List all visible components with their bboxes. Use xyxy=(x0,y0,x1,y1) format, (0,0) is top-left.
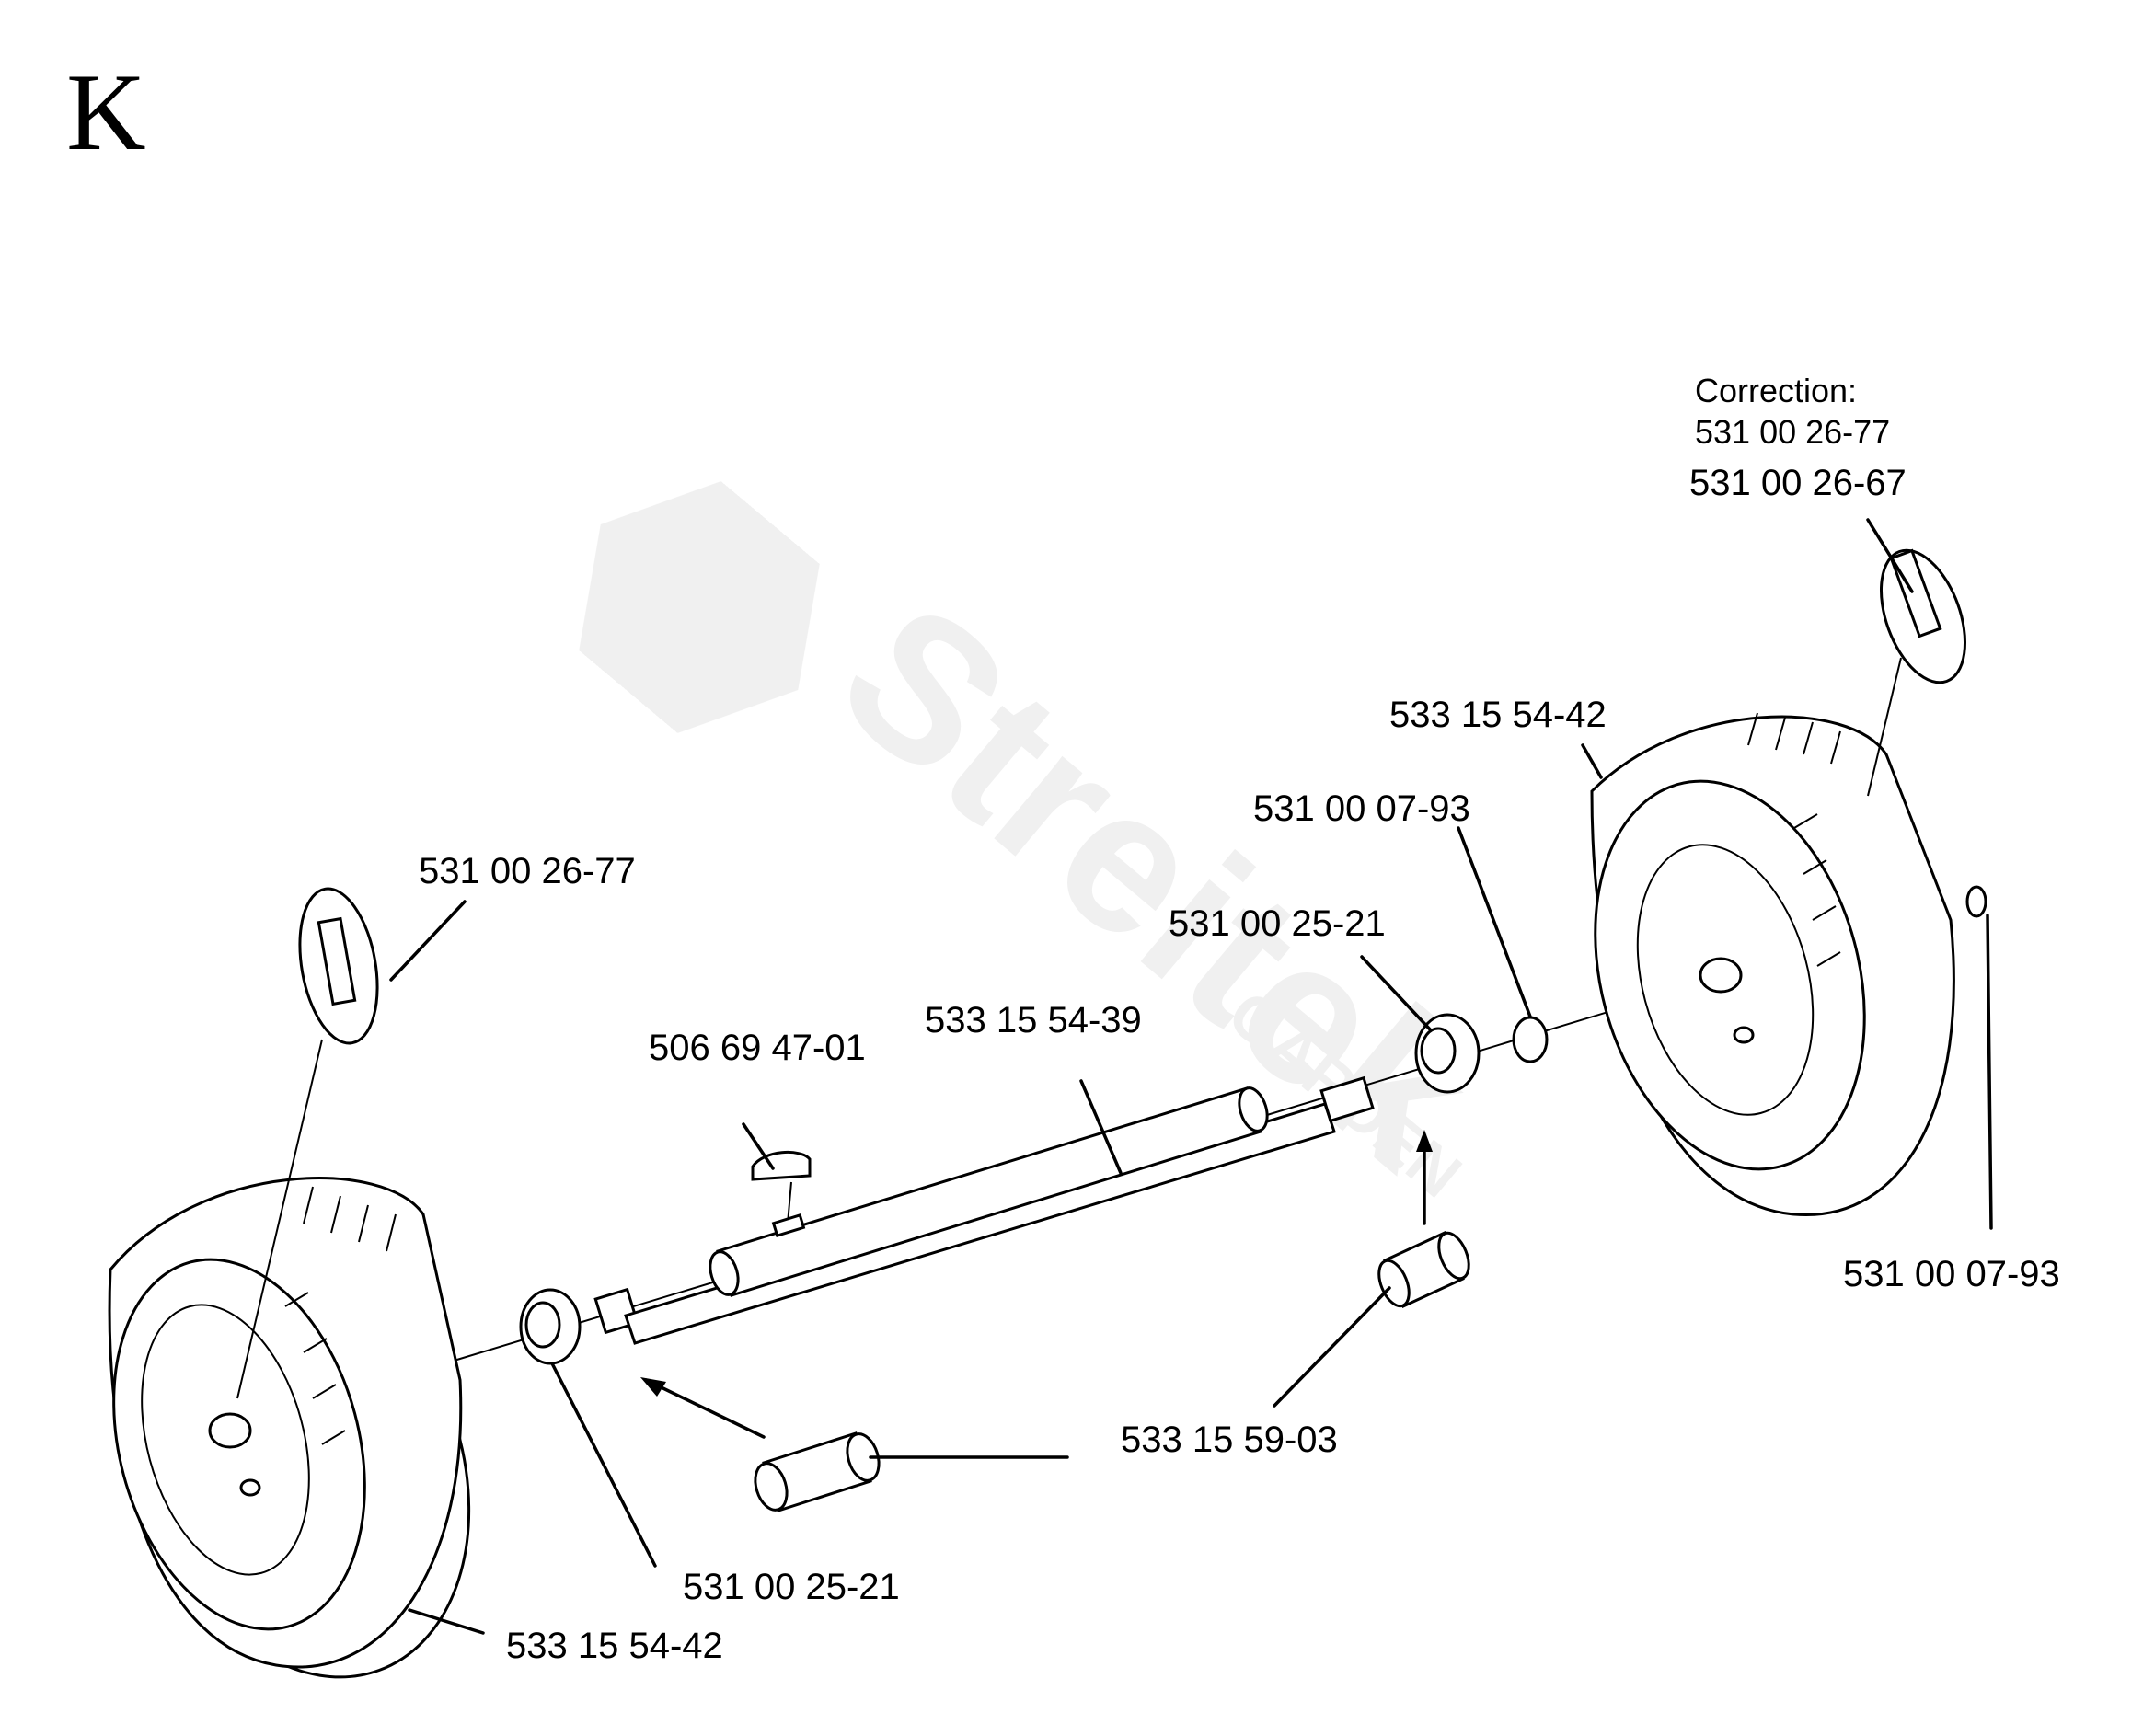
right-outer-washer xyxy=(1965,885,1987,918)
right-pin-leader xyxy=(1867,657,1902,797)
right-linchpin xyxy=(1879,548,1967,684)
left-pin-leader xyxy=(236,1039,323,1399)
section-letter: K xyxy=(66,51,146,173)
label-right-bushing: 531 00 25-21 xyxy=(1169,903,1386,944)
right-wheel xyxy=(1590,712,1955,1217)
label-left-pin: 531 00 26-77 xyxy=(419,851,636,891)
spacer-arrow-left-head xyxy=(640,1377,666,1397)
label-right-wheel: 533 15 54-42 xyxy=(1389,695,1607,735)
left-wheel xyxy=(108,1177,471,1679)
leader-lines xyxy=(389,518,1993,1635)
label-top-right-pin: 531 00 26-67 xyxy=(1689,463,1907,503)
label-left-wheel: 533 15 54-42 xyxy=(506,1626,723,1666)
label-axle: 533 15 54-39 xyxy=(925,1000,1142,1040)
key-part xyxy=(751,1150,812,1237)
left-bushing xyxy=(519,1288,582,1365)
label-correction-number: 531 00 26-77 xyxy=(1695,413,1890,451)
label-key: 506 69 47-01 xyxy=(649,1028,866,1068)
spacer-arrow-left xyxy=(644,1378,766,1439)
label-spacer: 533 15 59-03 xyxy=(1121,1420,1338,1460)
right-spacer-tube xyxy=(1377,1230,1470,1309)
left-spacer-tube xyxy=(754,1431,881,1512)
label-right-washer-far: 531 00 07-93 xyxy=(1843,1254,2060,1294)
right-bushing xyxy=(1414,1013,1481,1094)
streitek-logo-icon xyxy=(579,481,820,733)
label-correction-title: Correction: xyxy=(1695,372,1857,409)
label-right-washer-top: 531 00 07-93 xyxy=(1253,788,1470,829)
spacer-arrow-right-head xyxy=(1416,1130,1433,1152)
label-left-bushing: 531 00 25-21 xyxy=(683,1567,900,1607)
left-linchpin xyxy=(298,887,379,1045)
labels: Correction: 531 00 26-77 531 00 26-67 53… xyxy=(419,372,2060,1666)
right-inner-washer xyxy=(1512,1016,1549,1063)
axle xyxy=(624,1075,1375,1345)
